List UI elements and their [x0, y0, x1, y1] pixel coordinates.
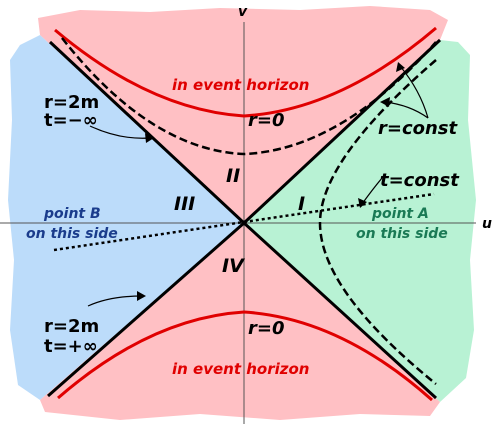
- v-axis-label: v: [238, 4, 248, 20]
- singularity-label-top: r=0: [248, 110, 284, 131]
- point-B-label-line1: point B: [43, 206, 101, 222]
- point-B-label-line2: on this side: [26, 226, 118, 242]
- horizon-line-left-up: [48, 40, 246, 225]
- t-const-dotted-line: [53, 192, 435, 252]
- region-III-label: III: [174, 193, 195, 215]
- upper-left-arrowhead: [145, 133, 154, 143]
- upper-left-t-label: t=−∞: [44, 110, 98, 131]
- r-const-dashed-curve-top: [61, 37, 437, 156]
- horizon-line-right-down: [242, 221, 438, 400]
- singularity-label-bottom: r=0: [248, 318, 284, 339]
- point-A-label-line1: point A: [371, 206, 429, 222]
- horizon-line-left-down: [47, 221, 245, 398]
- horizon-label-top: in event horizon: [172, 76, 309, 94]
- singularity-bottom-curve: [57, 310, 433, 402]
- lower-left-t-label: t=+∞: [44, 336, 98, 357]
- r-const-arrowhead-right: [380, 97, 390, 107]
- lower-left-arrowhead: [137, 291, 146, 301]
- region-II-label: II: [226, 165, 240, 187]
- u-axis-label: u: [482, 216, 492, 232]
- point-A-label-line2: on this side: [356, 226, 448, 242]
- lower-left-arrow: [87, 295, 143, 307]
- region-right-background: [244, 40, 476, 402]
- r-const-arrow-to-top: [399, 65, 429, 119]
- t-const-arrowhead: [358, 198, 367, 208]
- lower-left-r-label: r=2m: [44, 316, 99, 337]
- singularity-top-curve: [54, 26, 437, 118]
- upper-left-arrow: [89, 125, 151, 139]
- region-bottom-background: [40, 223, 440, 420]
- horizon-label-bottom: in event horizon: [172, 360, 309, 378]
- upper-left-r-label: r=2m: [44, 92, 99, 113]
- region-left-background: [8, 35, 244, 400]
- region-IV-label: IV: [222, 255, 245, 277]
- r-const-arrowhead-top: [396, 62, 405, 72]
- r-const-dashed-curve-right: [318, 59, 437, 385]
- r-const-label: r=const: [378, 118, 459, 139]
- t-const-label: t=const: [380, 170, 460, 191]
- region-I-label: I: [298, 193, 305, 215]
